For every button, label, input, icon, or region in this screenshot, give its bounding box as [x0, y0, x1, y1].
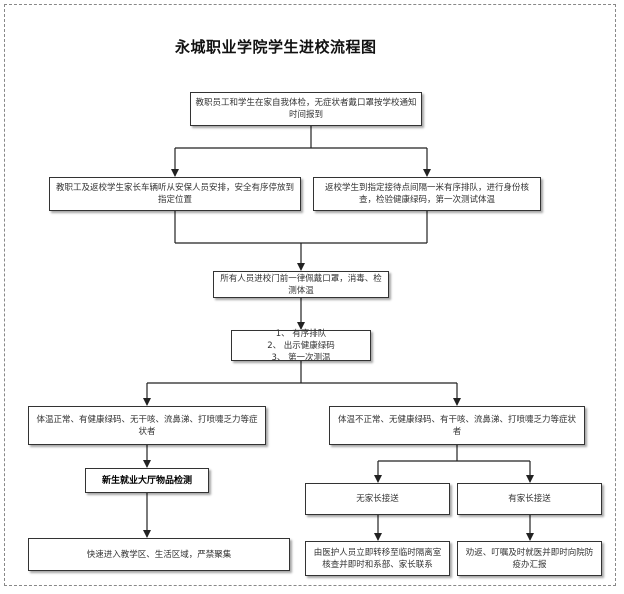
node-no-parent-pickup: 无家长接送: [305, 483, 450, 515]
node-parent-pickup: 有家长接送: [457, 483, 602, 515]
node-steps-list: 1、 有序排队 2、 出示健康绿码 3、 第一次测温: [231, 328, 371, 363]
node-isolation: 由医护人员立即转移至临时隔离室核查并即时和系部、家长联系: [305, 541, 450, 576]
node-enter-campus: 快速进入教学区、生活区域，严禁聚集: [28, 538, 290, 571]
node-vehicle-parking: 教职工及返校学生家长车辆听从安保人员安排，安全有序停放到指定位置: [49, 177, 301, 211]
node-normal-condition: 体温正常、有健康绿码、无干咳、流鼻涕、打喷嚏乏力等症状者: [28, 406, 266, 445]
node-student-queue-check: 返校学生到指定接待点间隔一米有序排队，进行身份核查，检验健康绿码，第一次测试体温: [313, 177, 541, 211]
node-abnormal-condition: 体温不正常、无健康绿码、有干咳、流鼻涕、打喷嚏乏力等症状者: [329, 406, 585, 445]
node-item-inspection: 新生就业大厅物品检测: [85, 468, 209, 493]
step-item-2: 2、 出示健康绿码: [267, 340, 335, 351]
node-mask-disinfect: 所有人员进校门前一律佩戴口罩，消毒、检测体温: [213, 271, 389, 298]
step-item-1: 1、 有序排队: [275, 328, 327, 339]
node-persuade-return: 劝返、叮嘱及时就医并即时向院防疫办汇报: [457, 541, 602, 576]
diagram-title: 永城职业学院学生进校流程图: [175, 38, 377, 56]
step-item-3: 3、 第一次测温: [271, 352, 331, 363]
node-self-check: 教职员工和学生在家自我体检，无症状者戴口罩按学校通知时间报到: [190, 92, 422, 126]
